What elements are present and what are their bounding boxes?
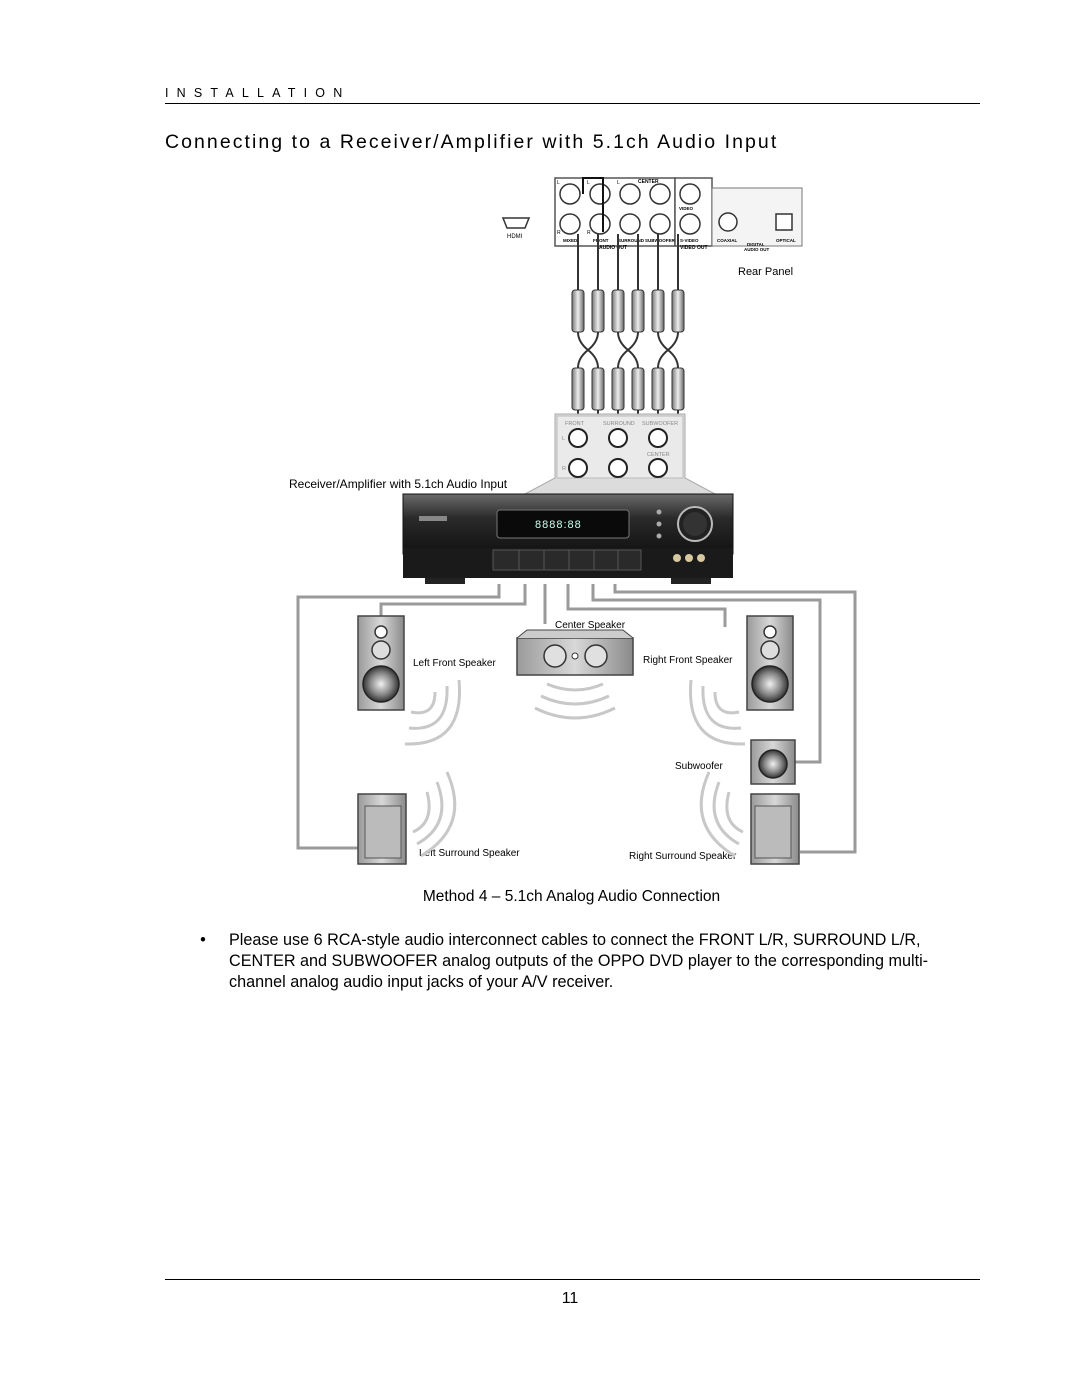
jack-label-center: CENTER (638, 179, 659, 185)
subwoofer-label: Subwoofer (675, 761, 723, 772)
hdmi-label: HDMI (507, 234, 523, 240)
digital-label: DIGITAL (747, 242, 765, 247)
audio-out-label: AUDIO OUT (599, 245, 627, 251)
right-front-speaker (746, 615, 794, 711)
jack-label-mixed: MIXED (563, 238, 578, 243)
jack-label-l3: L (617, 180, 620, 186)
video-out-label: VIDEO OUT (680, 245, 708, 251)
hdmi-port: HDMI (501, 217, 531, 240)
jack-label-coaxial: COAXIAL (717, 238, 738, 243)
rear-panel-label: Rear Panel (738, 266, 793, 278)
jack-label-l2: L (587, 180, 590, 186)
left-surround-speaker-label: Left Surround Speaker (419, 848, 520, 859)
right-surround-speaker (750, 793, 800, 865)
jack-label-l: L (557, 180, 560, 186)
receiver-display: 8888:88 (535, 519, 582, 531)
sound-waves (404, 679, 746, 858)
rca-plugs-lower (571, 367, 685, 411)
jack-label-video: VIDEO (679, 206, 694, 211)
header-rule (165, 103, 980, 104)
center-speaker (516, 629, 634, 676)
connection-diagram: L L L CENTER VIDEO R R MIXED FRONT SURRO… (285, 172, 865, 872)
bullet-list: • Please use 6 RCA-style audio interconn… (196, 930, 966, 993)
section-header: INSTALLATION (165, 86, 351, 100)
rca-plugs-upper (571, 289, 685, 333)
center-speaker-label: Center Speaker (555, 620, 626, 631)
list-item: • Please use 6 RCA-style audio interconn… (196, 930, 966, 993)
receiver-surround-label: SURROUND (603, 421, 635, 427)
rear-panel: L L L CENTER VIDEO R R MIXED FRONT SURRO… (554, 177, 803, 278)
jack-label-r: R (557, 230, 561, 236)
jack-label-subwoofer: SUBWOOFER (645, 238, 675, 243)
page-number: 11 (561, 1290, 579, 1307)
receiver-r-label: R (562, 466, 566, 472)
jack-label-s-video: S-VIDEO (680, 238, 699, 243)
receiver-label: Receiver/Amplifier with 5.1ch Audio Inpu… (289, 477, 508, 491)
receiver: 8888:88 (402, 493, 734, 584)
page-title: Connecting to a Receiver/Amplifier with … (165, 131, 779, 153)
jack-label-front: FRONT (593, 238, 609, 243)
bullet-icon: • (200, 931, 206, 949)
receiver-subwoofer-label: SUBWOOFER (642, 421, 678, 427)
subwoofer (750, 739, 796, 785)
jack-label-r2: R (587, 230, 591, 236)
figure-caption: Method 4 – 5.1ch Analog Audio Connection (422, 888, 721, 905)
left-surround-speaker (357, 793, 407, 865)
jack-label-optical: OPTICAL (776, 238, 796, 243)
receiver-front-label: FRONT (565, 421, 585, 427)
left-front-speaker (357, 615, 405, 711)
jack-label-surround: SURROUND (618, 238, 645, 243)
left-front-speaker-label: Left Front Speaker (413, 658, 496, 669)
bullet-text: Please use 6 RCA-style audio interconnec… (229, 931, 929, 991)
receiver-center-label: CENTER (647, 452, 670, 458)
receiver-l-label: L (562, 436, 565, 442)
digital-audio-out-label: AUDIO OUT (744, 247, 770, 252)
footer-rule (165, 1279, 980, 1280)
right-front-speaker-label: Right Front Speaker (643, 655, 733, 666)
receiver-input-panel: FRONT SURROUND SUBWOOFER CENTER L R (524, 413, 716, 495)
right-surround-speaker-label: Right Surround Speaker (629, 851, 737, 862)
